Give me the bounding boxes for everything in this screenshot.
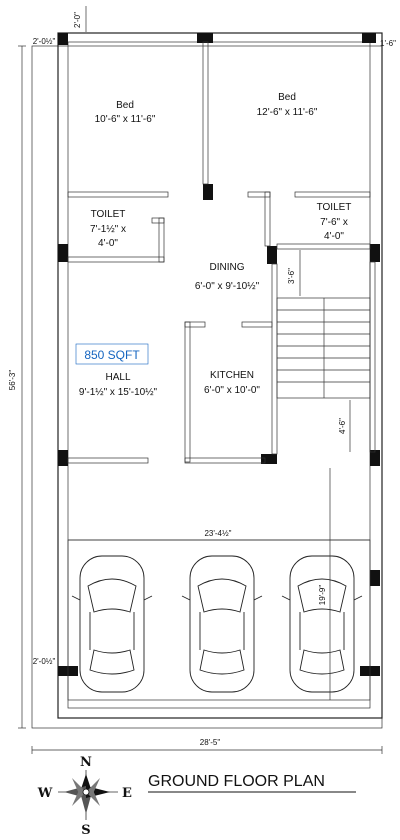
dim-stair-lower: 4'-6" [338, 418, 347, 434]
area-badge-box [75, 343, 149, 365]
dim-top-right: 1'-6" [380, 39, 396, 48]
room-size-kitchen: 6'-0" x 10'-0" [204, 385, 260, 396]
dim-top-left: 2'-0½" [33, 37, 56, 46]
interior-walls [67, 41, 376, 464]
compass-east: E [122, 786, 132, 801]
compass-rose-icon [58, 770, 118, 820]
compass-north: N [80, 755, 92, 770]
plan-title: GROUND FLOOR PLAN [148, 773, 325, 790]
dim-overall-width: 28'-5" [200, 738, 221, 747]
room-size-dining: 6'-0" x 9'-10½" [195, 281, 260, 292]
room-size-toilet-left-1: 7'-1½" x [90, 224, 126, 235]
dim-overall-height: 56'-3" [8, 370, 17, 391]
room-name-toilet-right: TOILET [317, 202, 352, 213]
area-badge: 850 SQFT [84, 348, 140, 362]
car-icon [71, 555, 153, 693]
room-name-kitchen: KITCHEN [210, 370, 254, 381]
staircase [276, 297, 371, 399]
dim-top-setback: 2'-0" [73, 12, 82, 28]
car-icon [181, 555, 263, 693]
room-size-bed-left: 10'-6" x 11'-6" [95, 114, 156, 125]
room-size-bed-right: 12'-6" x 11'-6" [257, 107, 318, 118]
outer-wall [57, 32, 383, 719]
dim-stair-upper: 3'-6" [287, 268, 296, 284]
room-name-toilet-left: TOILET [91, 209, 126, 220]
room-size-toilet-left-2: 4'-0" [98, 238, 118, 249]
room-name-dining: DINING [210, 262, 245, 273]
car-icon [281, 555, 363, 693]
room-size-toilet-right-2: 4'-0" [324, 231, 344, 242]
parking-area [67, 539, 371, 701]
dim-parking-width: 23'-4½" [204, 529, 231, 538]
room-name-bed-left: Bed [116, 100, 134, 111]
compass-south: S [81, 823, 90, 838]
room-size-toilet-right-1: 7'-6" x [320, 217, 348, 228]
dim-bottom-left: 2'-0½" [33, 657, 56, 666]
dimension-lines [18, 6, 383, 754]
room-name-hall: HALL [105, 372, 130, 383]
room-name-bed-right: Bed [278, 92, 296, 103]
room-size-hall: 9'-1½" x 15'-10½" [79, 387, 158, 398]
dim-parking-depth: 19'-9" [318, 585, 327, 606]
compass-west: W [37, 786, 53, 801]
